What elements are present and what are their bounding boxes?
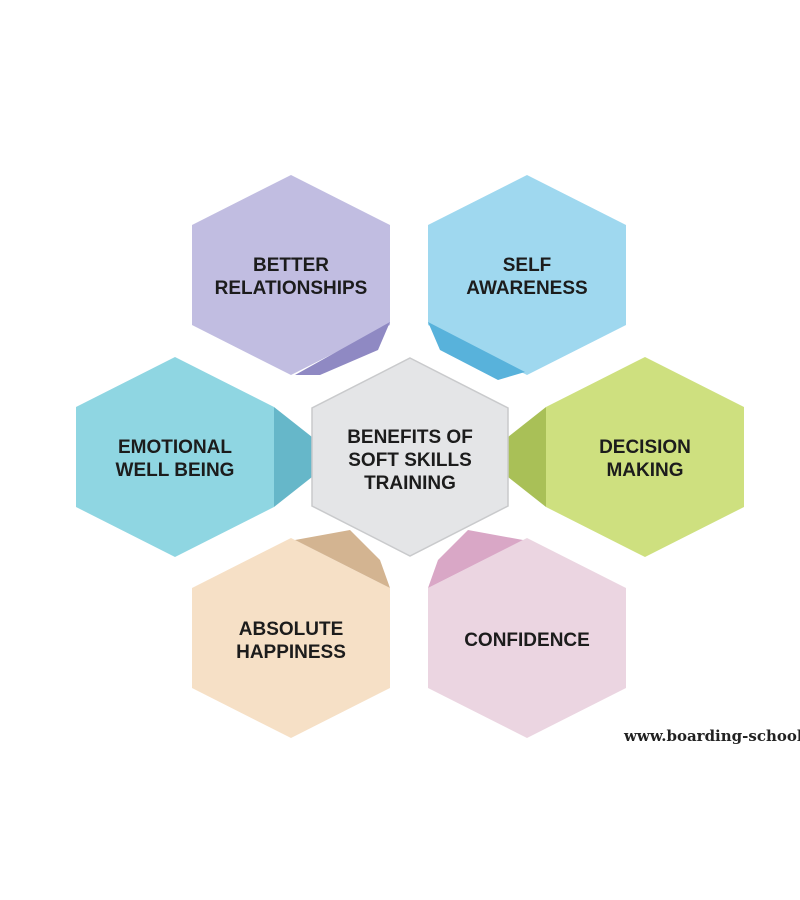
svg-text:DECISION: DECISION	[599, 437, 691, 458]
hexagon-shape	[546, 357, 744, 557]
hexagon-shape	[76, 357, 274, 557]
svg-text:SOFT SKILLS: SOFT SKILLS	[348, 450, 472, 471]
hexagon-accent-tab	[428, 322, 525, 380]
label-line: CONFIDENCE	[464, 630, 590, 651]
svg-text:TRAINING: TRAINING	[364, 473, 456, 494]
svg-text:EMOTIONAL: EMOTIONAL	[118, 437, 232, 458]
hex-confidence: CONFIDENCE	[428, 530, 626, 738]
center-line: TRAINING	[364, 473, 456, 494]
center-hexagon-shape	[311, 357, 509, 557]
hexagon-shape	[428, 538, 626, 738]
svg-text:SELF: SELF	[503, 255, 552, 276]
label-line: AWARENESS	[466, 278, 587, 299]
svg-text:RELATIONSHIPS: RELATIONSHIPS	[215, 278, 368, 299]
svg-text:CONFIDENCE: CONFIDENCE	[464, 630, 590, 651]
hexagon-shape	[428, 175, 626, 375]
center-line: SOFT SKILLS	[348, 450, 472, 471]
label-line: EMOTIONAL	[118, 437, 232, 458]
hexagon-accent-tab	[274, 407, 312, 507]
svg-text:WELL BEING: WELL BEING	[116, 460, 235, 481]
hex-decision-making: DECISION MAKING	[508, 357, 744, 557]
label-line: ABSOLUTE	[239, 619, 344, 640]
label-line: DECISION	[599, 437, 691, 458]
svg-text:HAPPINESS: HAPPINESS	[236, 642, 346, 663]
watermark-url: www.boarding-schools.	[624, 727, 800, 745]
label-line: WELL BEING	[116, 460, 235, 481]
hexagon-shape	[192, 175, 390, 375]
hex-emotional-well-being: EMOTIONAL WELL BEING	[76, 357, 312, 557]
hexagon-accent-tab	[428, 530, 523, 588]
center-line: BENEFITS OF	[347, 427, 473, 448]
label-line: SELF	[503, 255, 552, 276]
hex-absolute-happiness: ABSOLUTE HAPPINESS	[192, 530, 390, 738]
hexagon-shape	[192, 538, 390, 738]
svg-text:BETTER: BETTER	[253, 255, 329, 276]
svg-text:MAKING: MAKING	[606, 460, 683, 481]
label-line: MAKING	[606, 460, 683, 481]
hexagon-accent-tab	[295, 322, 390, 375]
hex-center-benefits: BENEFITS OF SOFT SKILLS TRAINING	[311, 357, 509, 557]
label-line: BETTER	[253, 255, 329, 276]
svg-text:ABSOLUTE: ABSOLUTE	[239, 619, 344, 640]
hexagon-accent-tab	[295, 530, 390, 588]
hexagon-accent-tab	[508, 407, 546, 507]
label-line: HAPPINESS	[236, 642, 346, 663]
hex-self-awareness: SELF AWARENESS	[428, 175, 626, 380]
label-line: RELATIONSHIPS	[215, 278, 368, 299]
svg-text:BENEFITS OF: BENEFITS OF	[347, 427, 473, 448]
hex-better-relationships: BETTER RELATIONSHIPS	[192, 175, 390, 375]
svg-text:AWARENESS: AWARENESS	[466, 278, 587, 299]
